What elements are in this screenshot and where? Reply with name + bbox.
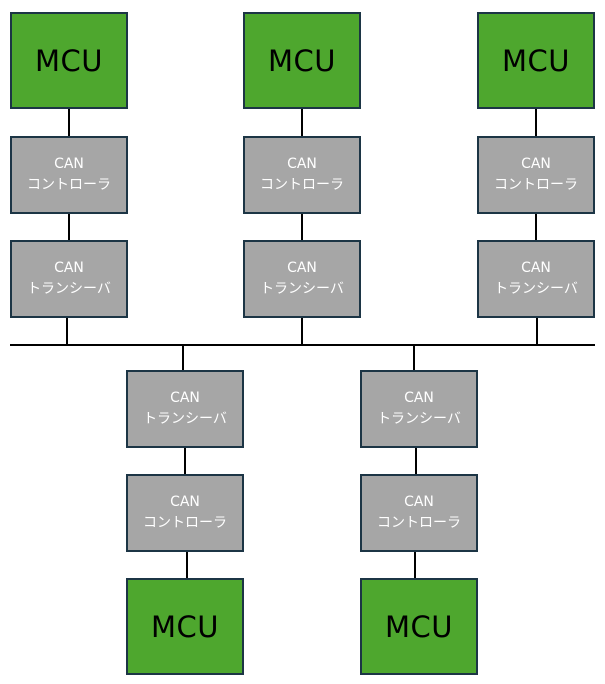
can-label: CAN — [521, 156, 551, 172]
mcu-label: MCU — [502, 43, 570, 78]
connector-top2-transceiver-bus — [301, 316, 303, 346]
connector-top2-mcu-controller — [301, 108, 303, 138]
mcu-block-top-2: MCU — [243, 12, 361, 109]
mcu-label: MCU — [268, 43, 336, 78]
connector-bottom1-controller-mcu — [186, 550, 188, 580]
connector-bottom2-controller-mcu — [414, 550, 416, 580]
connector-top2-controller-transceiver — [301, 212, 303, 242]
can-label: CAN — [54, 260, 84, 276]
can-controller-block-bottom-1: CAN コントローラ — [126, 474, 244, 552]
transceiver-label: トランシーバ — [377, 411, 461, 427]
connector-bottom1-bus-transceiver — [182, 344, 184, 372]
can-label: CAN — [404, 390, 434, 406]
can-transceiver-block-top-3: CAN トランシーバ — [477, 240, 595, 318]
connector-top1-controller-transceiver — [68, 212, 70, 242]
connector-top1-mcu-controller — [68, 108, 70, 138]
can-controller-block-top-1: CAN コントローラ — [10, 136, 128, 214]
controller-label: コントローラ — [377, 515, 461, 531]
controller-label: コントローラ — [143, 515, 227, 531]
mcu-label: MCU — [151, 609, 219, 644]
transceiver-label: トランシーバ — [260, 281, 344, 297]
can-controller-block-top-2: CAN コントローラ — [243, 136, 361, 214]
connector-top3-transceiver-bus — [536, 316, 538, 346]
can-label: CAN — [287, 156, 317, 172]
transceiver-label: トランシーバ — [494, 281, 578, 297]
connector-top3-controller-transceiver — [535, 212, 537, 242]
can-label: CAN — [170, 494, 200, 510]
can-label: CAN — [521, 260, 551, 276]
connector-bottom2-bus-transceiver — [413, 344, 415, 372]
mcu-block-bottom-2: MCU — [360, 578, 478, 675]
can-label: CAN — [287, 260, 317, 276]
transceiver-label: トランシーバ — [143, 411, 227, 427]
can-transceiver-block-top-1: CAN トランシーバ — [10, 240, 128, 318]
can-label: CAN — [54, 156, 84, 172]
connector-bottom2-transceiver-controller — [415, 446, 417, 476]
can-label: CAN — [404, 494, 434, 510]
connector-bottom1-transceiver-controller — [184, 446, 186, 476]
transceiver-label: トランシーバ — [27, 281, 111, 297]
controller-label: コントローラ — [494, 177, 578, 193]
mcu-block-bottom-1: MCU — [126, 578, 244, 675]
can-transceiver-block-bottom-2: CAN トランシーバ — [360, 370, 478, 448]
controller-label: コントローラ — [27, 177, 111, 193]
can-transceiver-block-top-2: CAN トランシーバ — [243, 240, 361, 318]
connector-top1-transceiver-bus — [66, 316, 68, 346]
can-controller-block-bottom-2: CAN コントローラ — [360, 474, 478, 552]
controller-label: コントローラ — [260, 177, 344, 193]
can-transceiver-block-bottom-1: CAN トランシーバ — [126, 370, 244, 448]
can-label: CAN — [170, 390, 200, 406]
connector-top3-mcu-controller — [535, 108, 537, 138]
mcu-block-top-3: MCU — [477, 12, 595, 109]
mcu-label: MCU — [35, 43, 103, 78]
mcu-block-top-1: MCU — [10, 12, 128, 109]
mcu-label: MCU — [385, 609, 453, 644]
can-controller-block-top-3: CAN コントローラ — [477, 136, 595, 214]
